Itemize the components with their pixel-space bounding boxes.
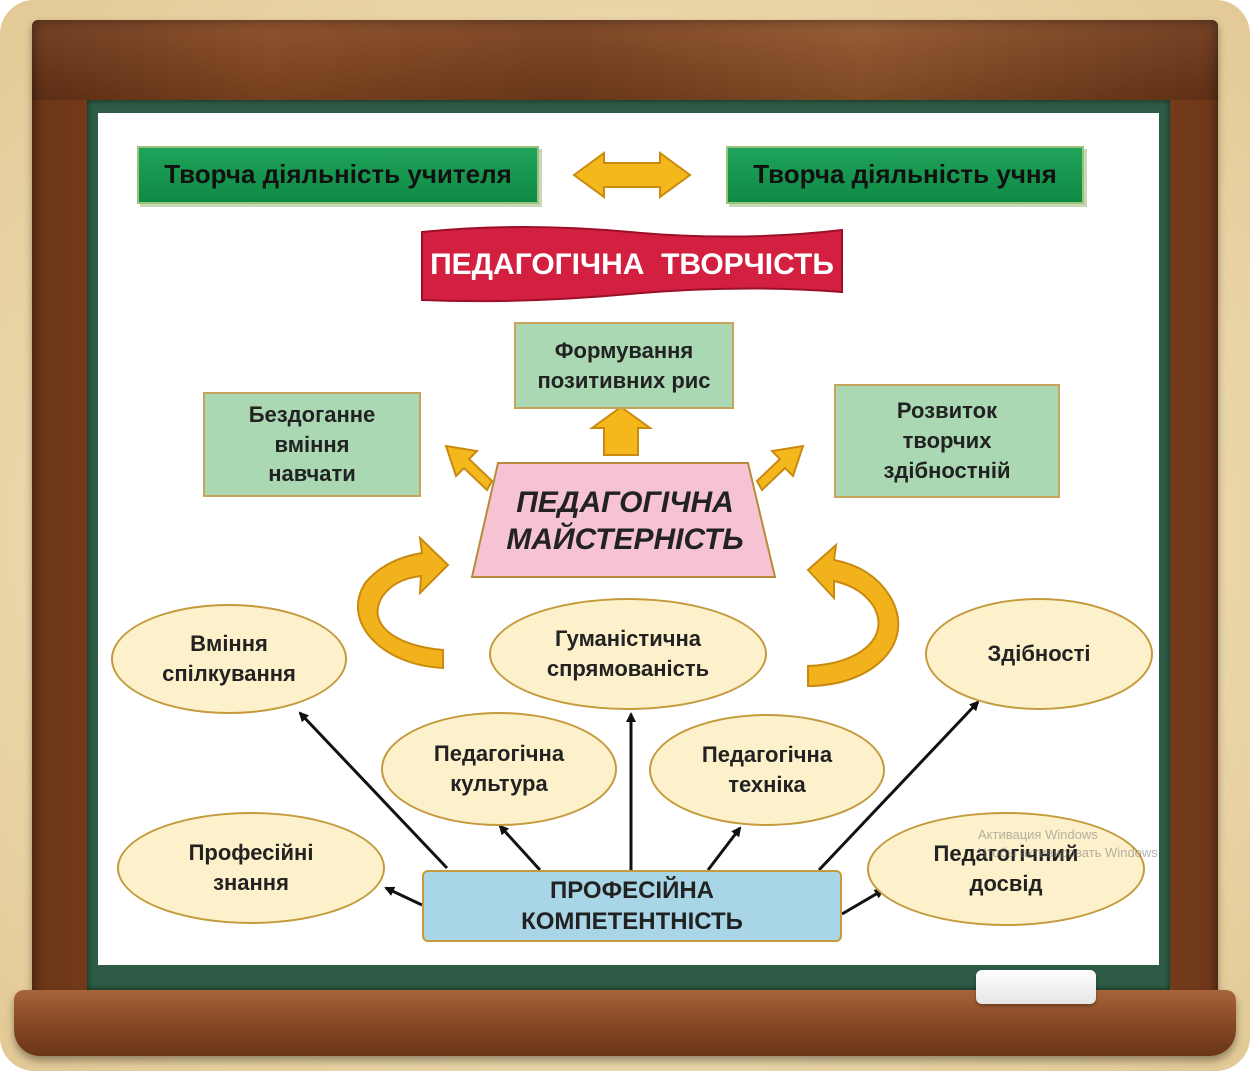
arrow-to-technique — [706, 826, 742, 871]
flawless-line-2: вміння — [274, 431, 350, 457]
student-creativity-box: Творча діяльність учня — [726, 146, 1084, 204]
flawless-line-3: навчати — [268, 461, 356, 487]
title-banner — [421, 226, 843, 303]
competence-box: ПРОФЕСІЙНА КОМПЕТЕНТНІСТЬ — [422, 870, 842, 942]
experience-ellipse: Педагогічний досвід — [867, 812, 1145, 926]
technique-line-2: техніка — [728, 772, 806, 797]
humanistic-line-2: спрямованість — [546, 656, 710, 681]
knowledge-ellipse: Професійні знання — [117, 812, 385, 924]
mastery-text: ПЕДАГОГІЧНА МАЙСТЕРНІСТЬ — [480, 468, 770, 574]
teacher-creativity-label: Творча діяльність учителя — [164, 159, 512, 190]
traits-line-2: позитивних рис — [537, 367, 711, 393]
arrow-to-experience — [841, 888, 885, 916]
watermark-line-2: Чтобы активировать Windows — [978, 845, 1158, 861]
communication-ellipse: Вміння спілкування — [111, 604, 347, 714]
arrow-to-communication — [298, 711, 449, 870]
abilities-line-1: Здібності — [987, 641, 1091, 667]
mastery-line-2: МАЙСТЕРНІСТЬ — [506, 523, 744, 556]
banner-label: ПЕДАГОГІЧНА ТВОРЧІСТЬ — [430, 247, 834, 281]
traits-line-1: Формування — [554, 337, 694, 363]
creative-line-2: творчих — [902, 428, 992, 454]
teacher-creativity-box: Творча діяльність учителя — [137, 146, 539, 204]
flawless-teaching-box: Бездоганне вміння навчати — [203, 392, 421, 497]
arrow-to-culture — [498, 824, 542, 872]
activation-watermark: Активация Windows Чтобы активировать Win… — [978, 826, 1158, 862]
positive-traits-box: Формування позитивних рис — [514, 322, 734, 409]
culture-line-1: Педагогічна — [433, 741, 565, 767]
title-banner-text: ПЕДАГОГІЧНА ТВОРЧІСТЬ — [422, 234, 842, 296]
creative-abilities-box: Розвиток творчих здібностній — [834, 384, 1060, 498]
mastery-line-1: ПЕДАГОГІЧНА — [516, 485, 734, 519]
culture-line-2: культура — [450, 771, 548, 796]
mastery-trapezoid — [470, 462, 777, 578]
arrow-upleft-icon — [444, 444, 494, 492]
abilities-ellipse: Здібності — [925, 598, 1153, 710]
curved-arrow-right-icon — [806, 542, 900, 688]
knowledge-line-2: знання — [213, 870, 289, 895]
competence-line-1: ПРОФЕСІЙНА — [549, 876, 714, 904]
watermark-line-1: Активация Windows — [978, 827, 1098, 842]
arrow-upright-icon — [755, 444, 805, 492]
culture-ellipse: Педагогічна культура — [381, 712, 617, 826]
knowledge-line-1: Професійні — [188, 840, 314, 866]
student-creativity-label: Творча діяльність учня — [753, 159, 1057, 190]
competence-line-2: КОМПЕТЕНТНІСТЬ — [521, 908, 743, 935]
experience-line-1: Педагогічний — [933, 841, 1079, 867]
communication-line-2: спілкування — [162, 661, 296, 686]
technique-line-1: Педагогічна — [701, 742, 833, 768]
communication-line-1: Вміння — [190, 631, 268, 657]
competence-arrows — [298, 700, 980, 916]
double-arrow-icon — [572, 151, 692, 199]
chalk-eraser — [976, 970, 1096, 1004]
experience-line-2: досвід — [969, 871, 1043, 896]
frame-top-shade — [32, 20, 1218, 100]
technique-ellipse: Педагогічна техніка — [649, 714, 885, 826]
humanistic-line-1: Гуманістична — [554, 626, 702, 652]
creative-line-3: здібностній — [883, 457, 1011, 483]
arrow-up-icon — [588, 405, 654, 456]
flawless-line-1: Бездоганне — [248, 401, 376, 427]
arrow-to-abilities — [817, 700, 980, 872]
creative-line-1: Розвиток — [896, 398, 998, 424]
curved-arrow-left-icon — [356, 535, 450, 670]
arrow-to-knowledge — [384, 886, 423, 907]
humanistic-ellipse: Гуманістична спрямованість — [489, 598, 767, 710]
